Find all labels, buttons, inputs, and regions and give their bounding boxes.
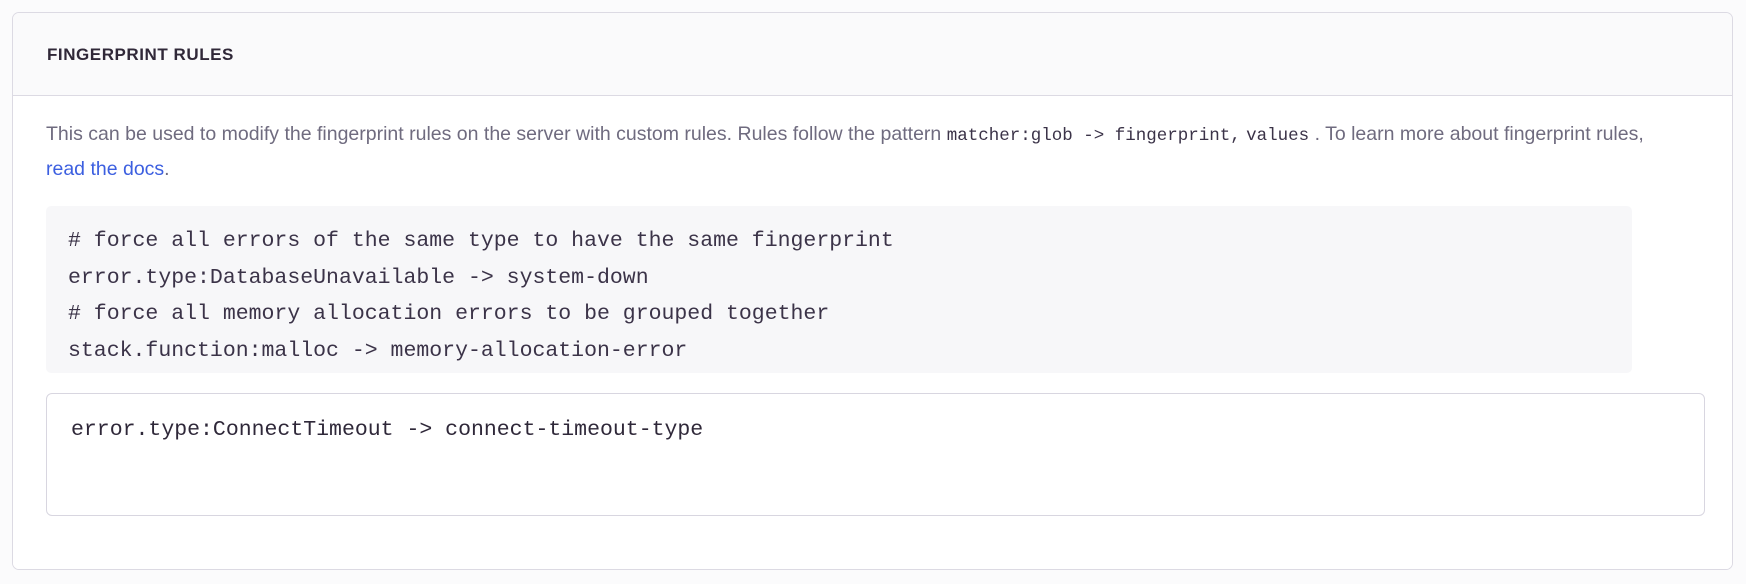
description-segment-3: . bbox=[164, 158, 170, 180]
description-segment-2: . To learn more about fingerprint rules, bbox=[1309, 123, 1644, 145]
fingerprint-rules-input[interactable] bbox=[46, 393, 1705, 516]
description-segment-1: This can be used to modify the fingerpri… bbox=[46, 123, 947, 145]
read-the-docs-link[interactable]: read the docs bbox=[46, 158, 165, 180]
example-code-block: # force all errors of the same type to h… bbox=[46, 206, 1632, 373]
inline-code-pattern: matcher:glob -> fingerprint, bbox=[946, 126, 1241, 146]
example-code-text: # force all errors of the same type to h… bbox=[68, 229, 894, 363]
page-title: FINGERPRINT RULES bbox=[47, 44, 234, 64]
panel-body: This can be used to modify the fingerpri… bbox=[13, 96, 1732, 569]
panel-description: This can be used to modify the fingerpri… bbox=[46, 118, 1646, 186]
panel-header: FINGERPRINT RULES bbox=[13, 13, 1732, 96]
fingerprint-rules-panel: FINGERPRINT RULES This can be used to mo… bbox=[12, 12, 1733, 570]
inline-code-values: values bbox=[1246, 126, 1310, 146]
